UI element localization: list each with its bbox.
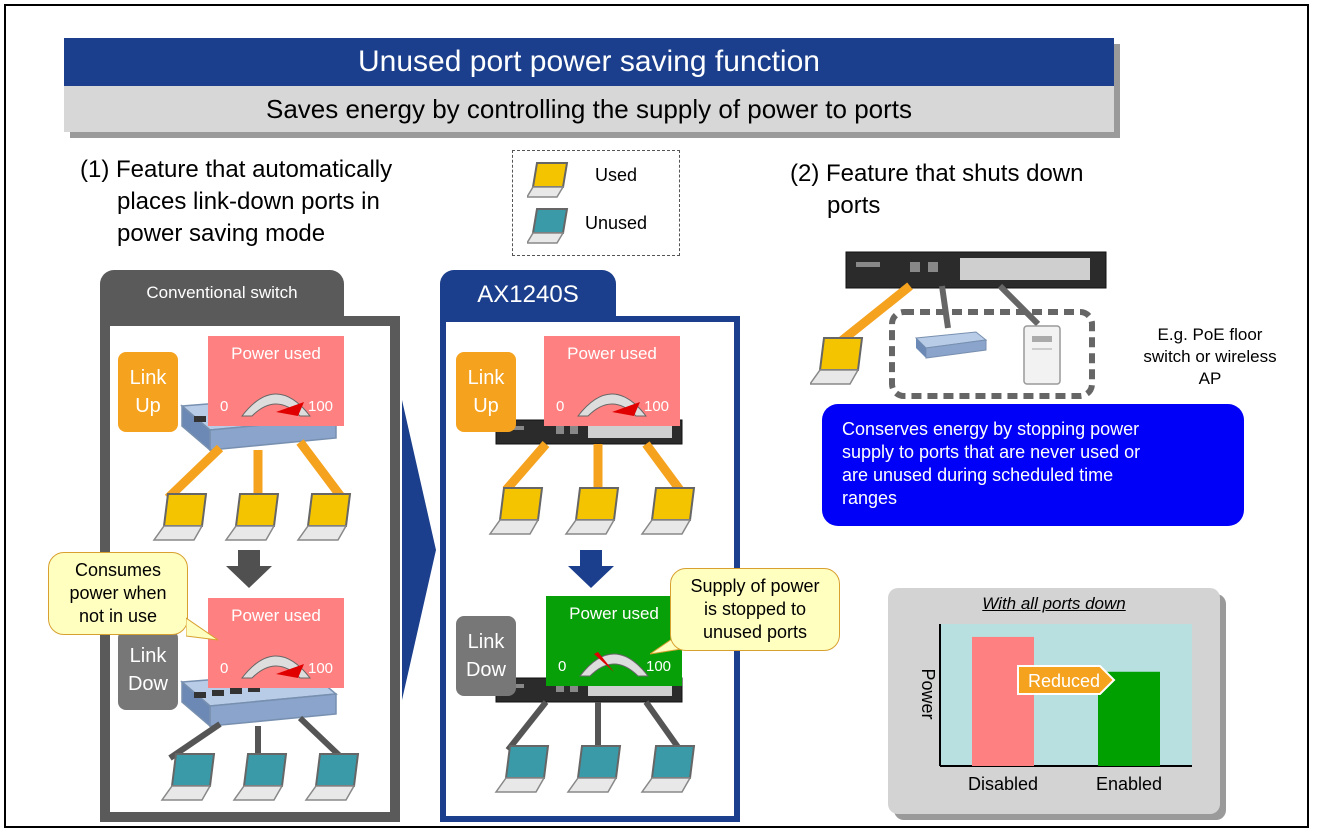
ax1240s-link-down-label: Link Dow [456,616,516,696]
feature1-line2: places link-down ports in [117,188,380,215]
page-subtitle: Saves energy by controlling the supply o… [64,86,1114,132]
gauge-min: 0 [558,658,567,675]
feature2-line1: (2) Feature that shuts down [790,160,1084,187]
ax1240s-laptop-unused-2-icon [566,745,622,793]
gauge-min: 0 [556,398,565,415]
description-line1: Conserves energy by stopping power [842,419,1140,439]
example-line3: AP [1198,369,1222,388]
feature1-line3: power saving mode [117,220,326,247]
x-tick-label: Disabled [968,774,1038,794]
slide-frame [4,4,1309,828]
reduced-label: Reduced [1028,671,1100,691]
conventional-laptop-used-2-icon [224,493,280,541]
gauge-max: 100 [644,398,670,415]
conventional-tab: Conventional switch [100,270,344,318]
conventional-power-meter-top: Power used 0 100 [208,336,344,426]
ax1240s-laptop-used-1-icon [488,487,544,535]
used-laptop-icon [527,162,569,198]
conventional-laptop-used-1-icon [152,493,208,541]
conventional-callout-pointer [186,617,219,641]
gauge-min: 0 [220,660,229,677]
conventional-link-up-label: Link Up [118,352,178,432]
page-title: Unused port power saving function [64,38,1114,86]
gauge-max: 100 [308,398,334,415]
feature1-line1: (1) Feature that automatically [80,156,393,183]
ax1240s-laptop-unused-1-icon [494,745,550,793]
unused-laptop-icon [527,208,569,244]
ax1240s-power-meter-bottom: Power used 0 100 [546,596,682,686]
laptop-used-icon [810,337,864,385]
power-used-label: Power used [567,344,657,363]
feature2-heading: (2) Feature that shuts down ports [790,158,1083,222]
legend: Used Unused [512,150,680,256]
example-line2: switch or wireless [1143,347,1277,366]
legend-used-label: Used [595,165,638,185]
callout-line3: unused ports [702,622,808,642]
callout-line1: Supply of power [690,576,820,596]
transition-arrow-icon [402,400,436,700]
power-used-label: Power used [231,606,321,625]
ax1240s-down-arrow-icon [568,550,614,588]
feature2-description-box: Conserves energy by stopping power suppl… [822,404,1244,526]
link-up-line2: Up [473,395,499,417]
callout-line2: is stopped to [703,599,807,619]
link-down-line2: Dow [127,673,168,695]
conventional-down-arrow-icon [226,550,272,588]
callout-line2: power when [69,583,167,603]
description-line3: are unused during scheduled time [842,465,1114,485]
description-line4: ranges [842,488,898,508]
gauge-icon [576,393,648,417]
callout-line3: not in use [78,606,158,626]
gauge-max: 100 [646,658,672,675]
power-used-label: Power used [231,344,321,363]
conventional-power-meter-bottom: Power used 0 100 [208,598,344,688]
gauge-min: 0 [220,398,229,415]
ax1240s-callout: Supply of power is stopped to unused por… [670,568,840,651]
link-up-line1: Link [467,367,505,389]
conventional-laptop-unused-1-icon [160,753,216,801]
power-used-label: Power used [569,604,659,623]
ax1240s-laptop-unused-3-icon [640,745,696,793]
gauge-icon [240,393,312,417]
bar-enabled [1098,671,1160,766]
chart-title: With all ports down [982,594,1126,613]
power-chart: Power Disabled Enabled Reduced [918,624,1192,794]
ax1240s-link-up-label: Link Up [456,352,516,432]
conventional-diagram [152,395,360,801]
ax1240s-power-meter-top: Power used 0 100 [544,336,680,426]
poe-switch-icon [845,251,1107,289]
conventional-callout: Consumes power when not in use [48,552,188,635]
feature2-diagram [810,251,1107,399]
conventional-laptop-unused-2-icon [232,753,288,801]
floor-switch-icon [914,331,988,359]
ax1240s-tab: AX1240S [440,270,616,318]
link-up-line1: Link [129,367,167,389]
link-down-line2: Dow [465,659,506,681]
chart-y-label: Power [918,668,938,719]
conventional-link-down-label: Link Dow [118,630,178,710]
bar-disabled [972,636,1034,766]
conventional-laptop-unused-3-icon [304,753,360,801]
wireless-ap-icon [1023,325,1061,385]
conventional-laptop-used-3-icon [296,493,352,541]
legend-unused-label: Unused [585,213,648,233]
callout-line1: Consumes [74,560,162,580]
x-tick-label: Enabled [1096,774,1162,794]
ax1240s-laptop-used-2-icon [564,487,620,535]
link-down-line1: Link [129,645,167,667]
dotted-group-outline [889,309,1095,399]
link-up-line2: Up [135,395,161,417]
example-line1: E.g. PoE floor [1157,325,1263,344]
description-line2: supply to ports that are never used or [842,442,1141,462]
gauge-max: 100 [308,660,334,677]
gauge-icon [578,652,650,677]
link-down-line1: Link [467,631,505,653]
feature1-heading: (1) Feature that automatically places li… [80,154,392,250]
example-caption: E.g. PoE floor switch or wireless AP [1110,324,1310,390]
feature2-line2: ports [827,192,881,219]
ax1240s-laptop-used-3-icon [640,487,696,535]
gauge-icon [240,655,312,679]
reduced-arrow-icon [1017,665,1116,695]
